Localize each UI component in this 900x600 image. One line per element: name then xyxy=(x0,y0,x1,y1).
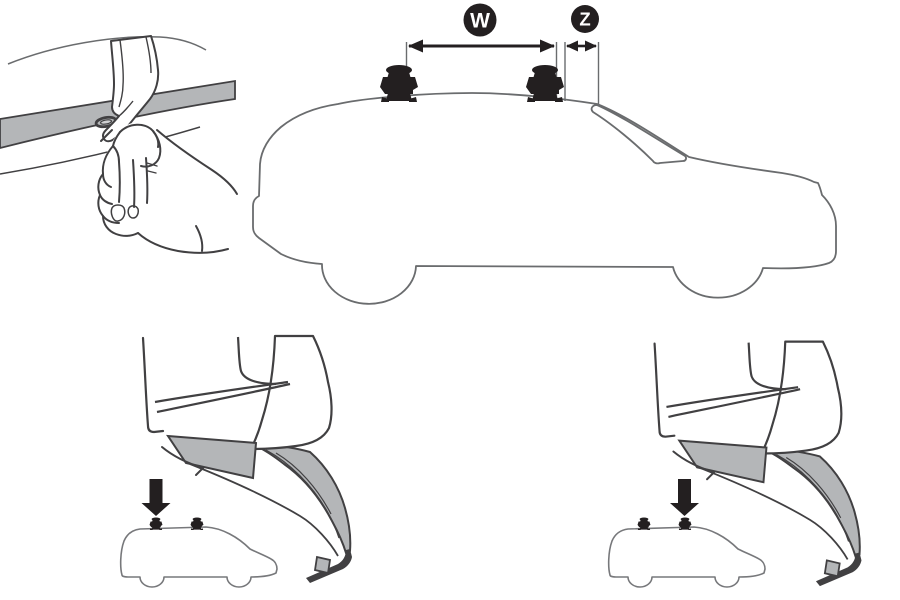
z-label: Z xyxy=(579,9,590,30)
hand-installation-figure xyxy=(0,35,240,262)
mini-car xyxy=(119,526,278,588)
windshield-band xyxy=(590,104,687,165)
roof-edge-line xyxy=(7,36,207,65)
bracket-claw-tip xyxy=(100,129,113,142)
mini-car xyxy=(607,526,766,588)
door-detail-front-figure xyxy=(607,340,863,588)
z-dimension-arrow xyxy=(566,40,597,52)
hand-outline xyxy=(97,123,238,254)
hand-fill xyxy=(98,121,240,262)
w-dimension-arrow xyxy=(408,39,555,53)
door-detail-rear-figure xyxy=(119,334,354,588)
down-arrow-icon xyxy=(141,479,171,516)
door-lower-crease xyxy=(0,126,201,175)
car-side-view-figure: W Z xyxy=(252,3,837,305)
down-arrow-icon xyxy=(670,479,699,516)
car-body-outline xyxy=(252,92,837,305)
w-dimension-badge: W xyxy=(463,3,497,37)
z-dimension-badge: Z xyxy=(571,5,599,33)
w-label: W xyxy=(470,10,490,33)
bracket-inner-lines xyxy=(118,36,152,117)
